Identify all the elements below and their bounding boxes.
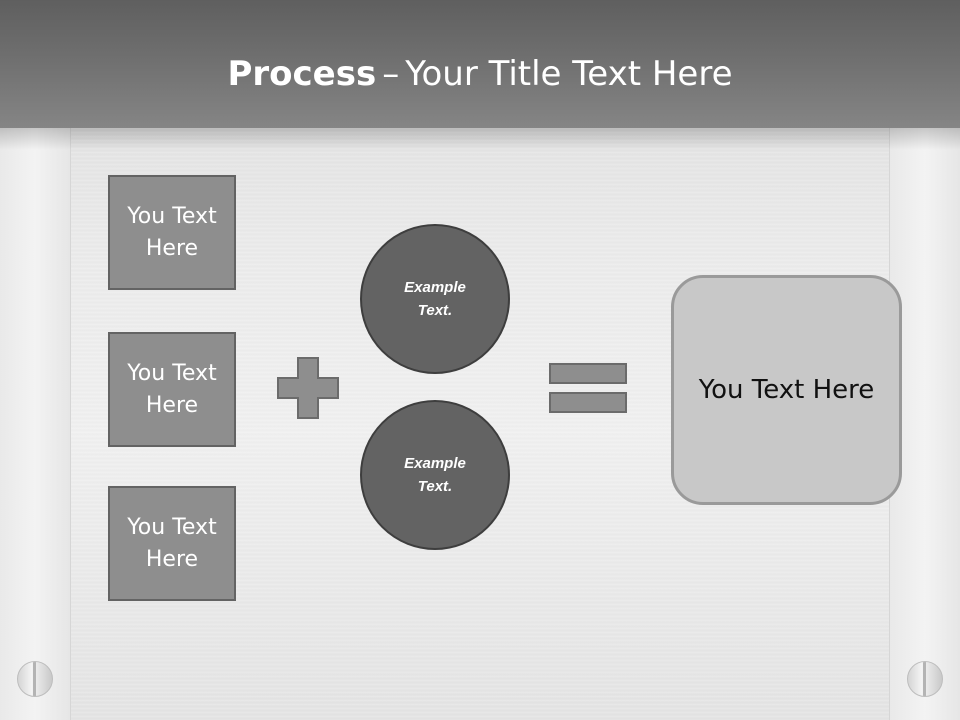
result-text: You Text Here bbox=[698, 375, 875, 405]
title-bar bbox=[0, 0, 960, 128]
example-circle-1-line2: Text. bbox=[417, 302, 453, 319]
example-circle-1-line1: Example bbox=[404, 279, 466, 296]
bolt-icon-right bbox=[907, 661, 943, 697]
equals-bar-top bbox=[549, 363, 627, 384]
input-box-3: You Text Here bbox=[108, 486, 236, 601]
input-box-3-line1: You Text bbox=[127, 514, 217, 540]
input-box-3-line2: Here bbox=[145, 546, 199, 572]
title-bar-shadow bbox=[0, 128, 960, 150]
input-box-1-line2: Here bbox=[145, 235, 199, 261]
title-rest: Your Title Text Here bbox=[405, 54, 733, 94]
example-circle-1: Example Text. bbox=[360, 224, 510, 374]
bolt-icon-left bbox=[17, 661, 53, 697]
input-box-2-line1: You Text bbox=[127, 360, 217, 386]
input-box-1-line1: You Text bbox=[127, 203, 217, 229]
example-circle-2: Example Text. bbox=[360, 400, 510, 550]
title-bold: Process bbox=[227, 54, 377, 94]
example-circle-2-line1: Example bbox=[404, 455, 466, 472]
title-dash: – bbox=[382, 54, 400, 94]
slide-title: Process–Your Title Text Here bbox=[0, 52, 960, 96]
input-box-1: You Text Here bbox=[108, 175, 236, 290]
input-box-2-line2: Here bbox=[145, 392, 199, 418]
equals-bar-bottom bbox=[549, 392, 627, 413]
example-circle-2-line2: Text. bbox=[417, 478, 453, 495]
plus-icon bbox=[277, 357, 339, 419]
input-box-2: You Text Here bbox=[108, 332, 236, 447]
left-side-panel bbox=[0, 128, 71, 720]
result-box: You Text Here bbox=[671, 275, 902, 505]
